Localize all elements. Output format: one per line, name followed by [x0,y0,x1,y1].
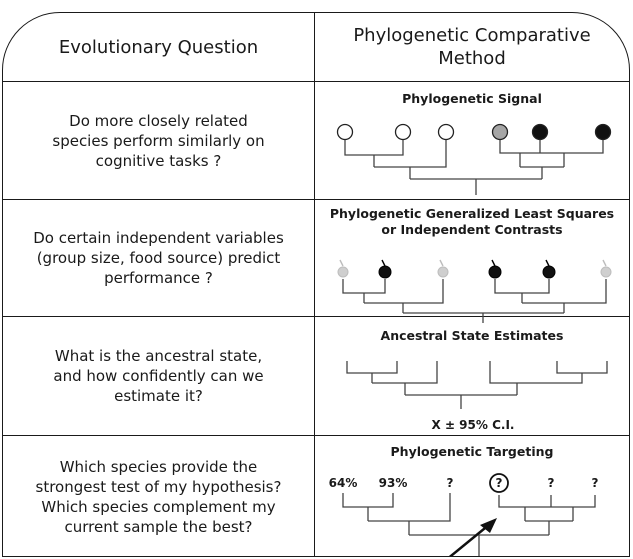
question-text: What is the ancestral state, and how con… [53,347,264,405]
header-question-text: Evolutionary Question [58,36,259,58]
tip-circle-white [437,123,455,141]
method-title-2: Phylogenetic Generalized Least Squares o… [329,206,615,237]
fruit-light-icon [600,259,612,278]
question-cell-1: Do more closely related species perform … [3,82,314,199]
header-question: Evolutionary Question [3,13,314,81]
row-divider [3,316,629,317]
method-title-3: Ancestral State Estimates [380,328,564,343]
target-arrow [448,523,491,556]
question-text: Do certain independent variables (group … [33,229,284,287]
column-divider [314,13,315,556]
tip-label: ? [548,476,555,490]
question-text: Which species provide the strongest test… [35,458,282,536]
tip-label: 93% [379,476,408,490]
header-method-text: Phylogenetic Comparative Method [353,25,591,69]
comparison-table: Evolutionary Question Phylogenetic Compa… [2,12,630,557]
tip-label: 64% [329,476,358,490]
row-divider [3,81,629,82]
tip-circle-gray [491,123,509,141]
tip-label: ? [447,476,454,490]
row-divider [3,435,629,436]
target-highlight-circle [489,473,509,493]
question-cell-4: Which species provide the strongest test… [3,436,314,556]
method-title-1: Phylogenetic Signal [402,91,542,106]
question-text: Do more closely related species perform … [52,111,265,170]
tip-circle-white [394,123,412,141]
tip-circle-black [531,123,549,141]
row-divider [3,199,629,200]
tip-label: ? [592,476,599,490]
pgls-tree [337,259,612,323]
method-title-4: Phylogenetic Targeting [390,444,554,459]
fruit-dark-icon [542,259,556,279]
target-arrow-head [480,518,497,533]
fruit-light-icon [337,259,349,278]
header-method: Phylogenetic Comparative Method [315,13,629,81]
fruit-light-icon [437,259,449,278]
targeting-tree: 64% 93%???? [329,473,599,556]
fruit-dark-icon [378,259,392,279]
question-cell-3: What is the ancestral state, and how con… [3,317,314,435]
tip-label: ? [496,476,503,490]
tip-circle-white [336,123,354,141]
fruit-dark-icon [488,259,502,279]
root-estimate-label: X ± 95% C.I. [432,418,515,432]
ancestral-tree: X ± 95% C.I. [346,361,608,432]
question-cell-2: Do certain independent variables (group … [3,200,314,316]
tip-circle-black [594,123,612,141]
signal-tree [336,123,612,195]
